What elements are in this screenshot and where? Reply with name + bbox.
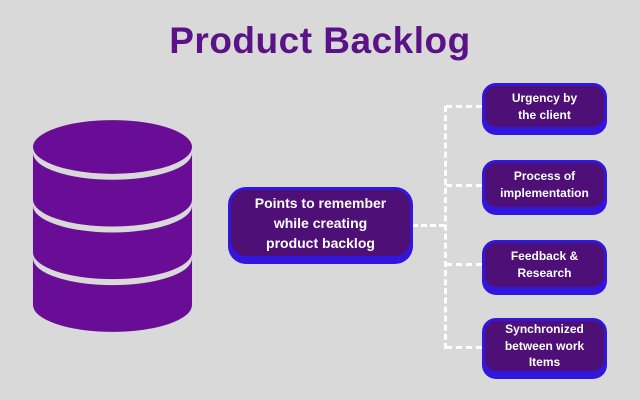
center-box-label: Points to remember while creating produc… [254, 194, 387, 251]
connector-trunk [444, 106, 447, 349]
connector-branch-1 [446, 105, 482, 108]
center-box: Points to remember while creating produc… [228, 187, 413, 259]
branch-box-label: Feedback & Research [510, 249, 579, 280]
branch-box-label: Urgency by the client [511, 90, 578, 122]
branch-box-label: Process of implementation [500, 169, 589, 200]
connector-center [412, 224, 445, 227]
connector-branch-4 [446, 346, 482, 349]
branch-box-urgency: Urgency by the client [482, 83, 607, 130]
page-title: Product Backlog [169, 20, 471, 61]
branch-box-label: Synchronized between work Items [504, 322, 585, 370]
branch-box-feedback: Feedback & Research [482, 240, 607, 290]
connector-branch-3 [446, 263, 482, 266]
branch-box-synchronized: Synchronized between work Items [482, 318, 607, 374]
database-icon [30, 119, 195, 334]
branch-box-process: Process of implementation [482, 160, 607, 210]
connector-branch-2 [446, 184, 482, 187]
